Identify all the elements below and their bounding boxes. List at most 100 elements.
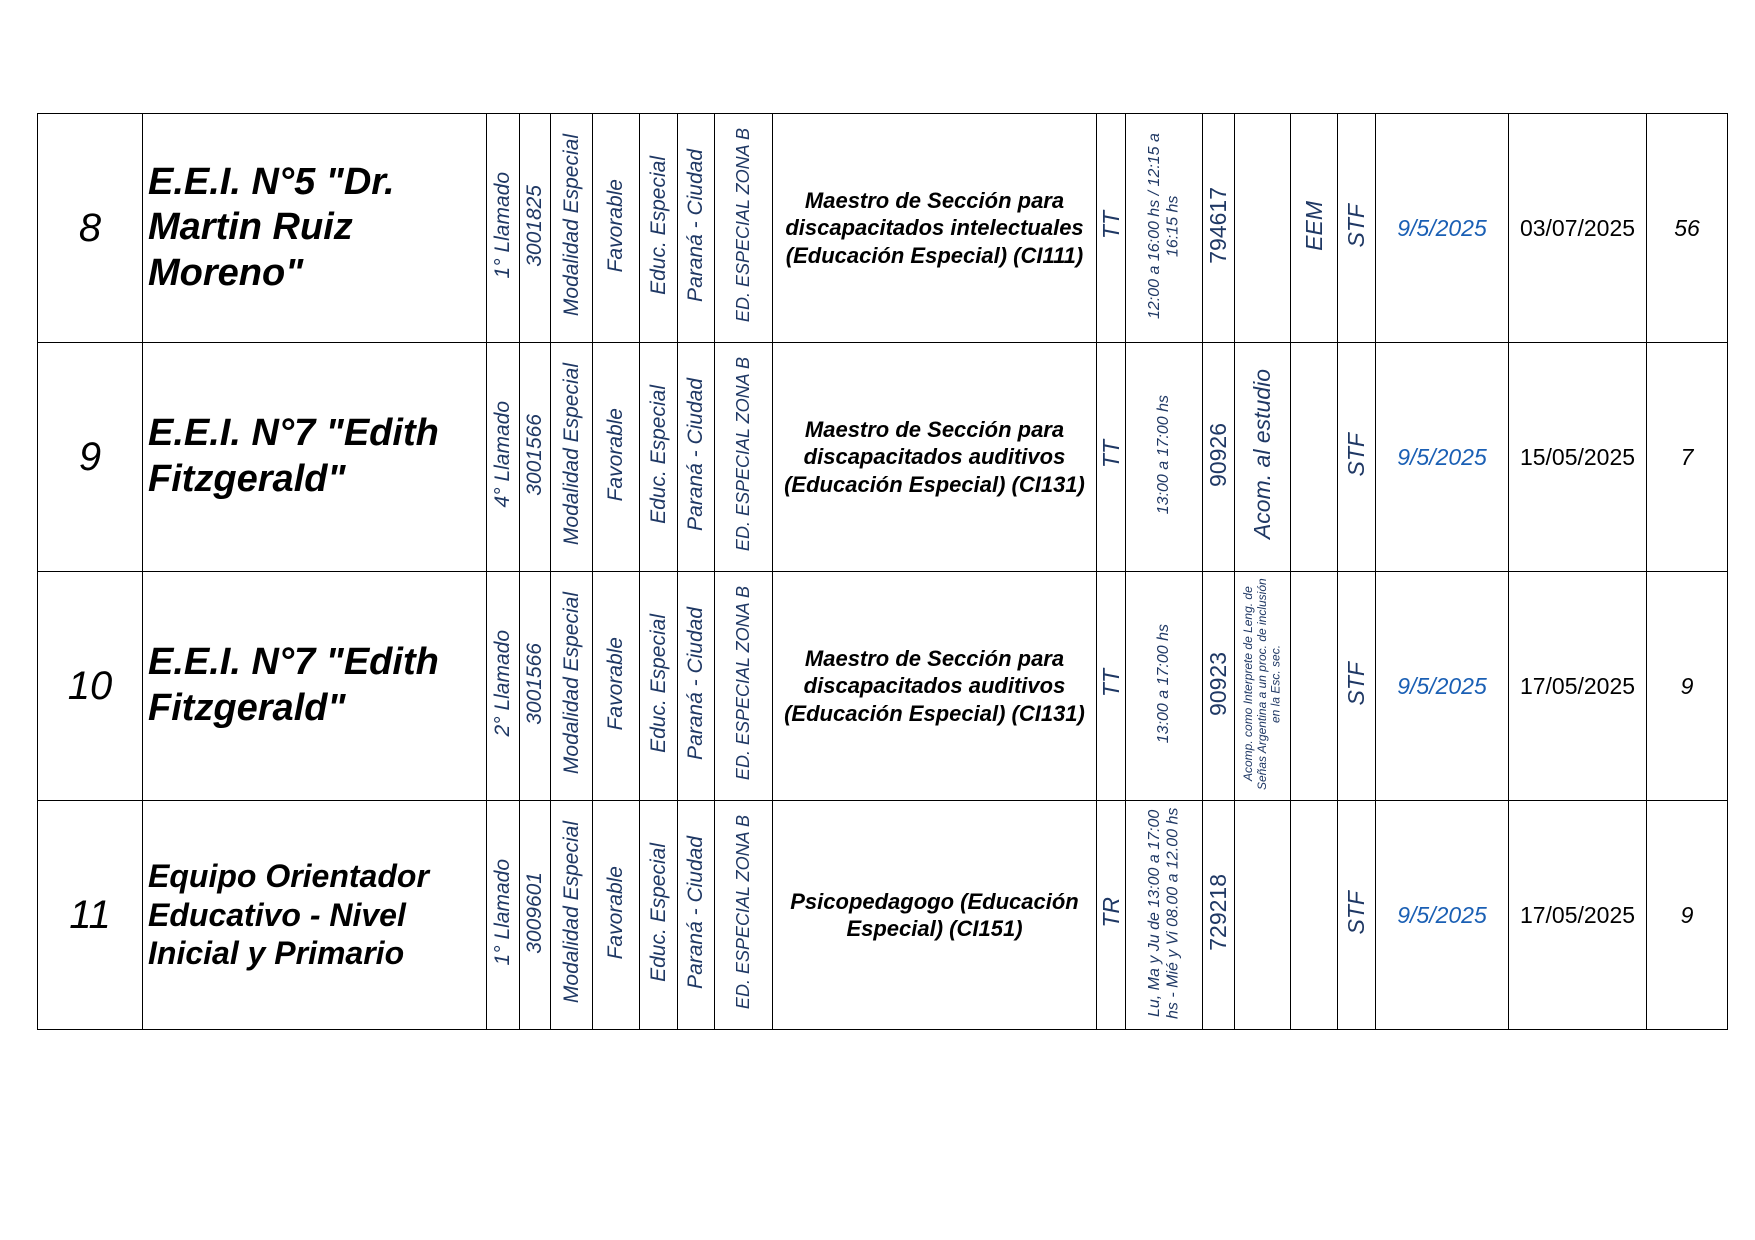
rama: Educ. Especial bbox=[646, 156, 670, 295]
school-code: 3009601 bbox=[523, 871, 546, 954]
code-cell: 3001825 bbox=[519, 113, 551, 343]
cargo-id: 90926 bbox=[1205, 422, 1231, 487]
lugar: Paraná - Ciudad bbox=[684, 607, 707, 760]
row-number: 9 bbox=[37, 342, 143, 572]
tipo: EEM bbox=[1300, 200, 1327, 251]
obs-cell bbox=[1234, 800, 1291, 1030]
turno-cell: TT bbox=[1096, 571, 1126, 801]
code-cell: 3001566 bbox=[519, 342, 551, 572]
code-cell: 3009601 bbox=[519, 800, 551, 1030]
school-name: E.E.I. N°5 "Dr. Martin Ruiz Moreno" bbox=[142, 113, 487, 343]
dias: 56 bbox=[1646, 113, 1728, 343]
lugar: Paraná - Ciudad bbox=[684, 836, 707, 989]
situacion: STF bbox=[1343, 661, 1369, 706]
llamado-cell: 1° Llamado bbox=[486, 113, 520, 343]
tipo-cell bbox=[1290, 571, 1338, 801]
turno-cell: TR bbox=[1096, 800, 1126, 1030]
school-name: Equipo Orientador Educativo - Nivel Inic… bbox=[142, 800, 487, 1030]
horario-cell: 13:00 a 17:00 hs bbox=[1125, 571, 1203, 801]
zona: ED. ESPECIAL ZONA B bbox=[733, 815, 754, 1010]
zona: ED. ESPECIAL ZONA B bbox=[733, 128, 754, 323]
school-name: E.E.I. N°7 "Edith Fitzgerald" bbox=[142, 571, 487, 801]
fecha-hasta: 15/05/2025 bbox=[1508, 342, 1647, 572]
rama: Educ. Especial bbox=[646, 385, 670, 524]
rama-cell: Educ. Especial bbox=[639, 342, 678, 572]
estado: Favorable bbox=[604, 636, 627, 731]
horario: Lu, Ma y Ju de 13:00 a 17:00 hs - Mié y … bbox=[1145, 806, 1181, 1019]
cargo-id: 90923 bbox=[1205, 651, 1231, 716]
tipo-cell bbox=[1290, 342, 1338, 572]
school-name: E.E.I. N°7 "Edith Fitzgerald" bbox=[142, 342, 487, 572]
cargo: Psicopedagogo (Educación Especial) (CI15… bbox=[772, 800, 1097, 1030]
id-cell: 90923 bbox=[1202, 571, 1235, 801]
observaciones: Acom. al estudio bbox=[1249, 369, 1275, 540]
fecha-desde: 9/5/2025 bbox=[1375, 571, 1509, 801]
dias: 9 bbox=[1646, 571, 1728, 801]
rama-cell: Educ. Especial bbox=[639, 113, 678, 343]
situacion: STF bbox=[1343, 890, 1369, 935]
row-number: 10 bbox=[37, 571, 143, 801]
rama: Educ. Especial bbox=[646, 614, 670, 753]
zona: ED. ESPECIAL ZONA B bbox=[733, 586, 754, 781]
lugar-cell: Paraná - Ciudad bbox=[677, 800, 715, 1030]
turno: TT bbox=[1097, 440, 1124, 469]
sit-cell: STF bbox=[1337, 571, 1376, 801]
estado-cell: Favorable bbox=[592, 800, 640, 1030]
zona-cell: ED. ESPECIAL ZONA B bbox=[714, 342, 773, 572]
zona-cell: ED. ESPECIAL ZONA B bbox=[714, 800, 773, 1030]
vacancies-table: 8 E.E.I. N°5 "Dr. Martin Ruiz Moreno" 1°… bbox=[37, 113, 1728, 1030]
id-cell: 794617 bbox=[1202, 113, 1235, 343]
fecha-desde: 9/5/2025 bbox=[1375, 342, 1509, 572]
fecha-desde: 9/5/2025 bbox=[1375, 113, 1509, 343]
zona-cell: ED. ESPECIAL ZONA B bbox=[714, 571, 773, 801]
code-cell: 3001566 bbox=[519, 571, 551, 801]
fecha-desde: 9/5/2025 bbox=[1375, 800, 1509, 1030]
id-cell: 729218 bbox=[1202, 800, 1235, 1030]
modalidad-cell: Modalidad Especial bbox=[550, 571, 593, 801]
situacion: STF bbox=[1343, 432, 1369, 477]
modalidad: Modalidad Especial bbox=[559, 592, 583, 775]
llamado-cell: 1° Llamado bbox=[486, 800, 520, 1030]
turno-cell: TT bbox=[1096, 342, 1126, 572]
school-code: 3001566 bbox=[523, 413, 546, 496]
lugar-cell: Paraná - Ciudad bbox=[677, 571, 715, 801]
observaciones: Acomp. como Interprete de Leng. de Señas… bbox=[1240, 577, 1283, 790]
estado: Favorable bbox=[604, 407, 627, 502]
llamado: 2° Llamado bbox=[491, 630, 514, 737]
cargo: Maestro de Sección para discapacitados a… bbox=[772, 342, 1097, 572]
turno: TT bbox=[1097, 211, 1124, 240]
horario-cell: 13:00 a 17:00 hs bbox=[1125, 342, 1203, 572]
lugar-cell: Paraná - Ciudad bbox=[677, 113, 715, 343]
table-row: 8 E.E.I. N°5 "Dr. Martin Ruiz Moreno" 1°… bbox=[37, 113, 1728, 343]
estado: Favorable bbox=[604, 865, 627, 960]
lugar: Paraná - Ciudad bbox=[684, 378, 707, 531]
sit-cell: STF bbox=[1337, 342, 1376, 572]
estado-cell: Favorable bbox=[592, 113, 640, 343]
school-code: 3001825 bbox=[523, 184, 546, 267]
tipo-cell bbox=[1290, 800, 1338, 1030]
cargo: Maestro de Sección para discapacitados a… bbox=[772, 571, 1097, 801]
table-row: 10 E.E.I. N°7 "Edith Fitzgerald" 2° Llam… bbox=[37, 571, 1728, 801]
school-code: 3001566 bbox=[523, 642, 546, 725]
lugar: Paraná - Ciudad bbox=[684, 149, 707, 302]
turno-cell: TT bbox=[1096, 113, 1126, 343]
horario: 13:00 a 17:00 hs bbox=[1154, 623, 1172, 744]
rama-cell: Educ. Especial bbox=[639, 571, 678, 801]
obs-cell: Acom. al estudio bbox=[1234, 342, 1291, 572]
zona-cell: ED. ESPECIAL ZONA B bbox=[714, 113, 773, 343]
table-row: 11 Equipo Orientador Educativo - Nivel I… bbox=[37, 800, 1728, 1030]
sit-cell: STF bbox=[1337, 113, 1376, 343]
estado-cell: Favorable bbox=[592, 571, 640, 801]
rama: Educ. Especial bbox=[646, 843, 670, 982]
rama-cell: Educ. Especial bbox=[639, 800, 678, 1030]
dias: 7 bbox=[1646, 342, 1728, 572]
cargo-id: 794617 bbox=[1205, 187, 1231, 264]
horario-cell: Lu, Ma y Ju de 13:00 a 17:00 hs - Mié y … bbox=[1125, 800, 1203, 1030]
modalidad-cell: Modalidad Especial bbox=[550, 800, 593, 1030]
horario: 13:00 a 17:00 hs bbox=[1154, 394, 1172, 515]
cargo-id: 729218 bbox=[1205, 874, 1231, 951]
lugar-cell: Paraná - Ciudad bbox=[677, 342, 715, 572]
llamado-cell: 4° Llamado bbox=[486, 342, 520, 572]
fecha-hasta: 17/05/2025 bbox=[1508, 571, 1647, 801]
llamado: 1° Llamado bbox=[491, 172, 514, 279]
